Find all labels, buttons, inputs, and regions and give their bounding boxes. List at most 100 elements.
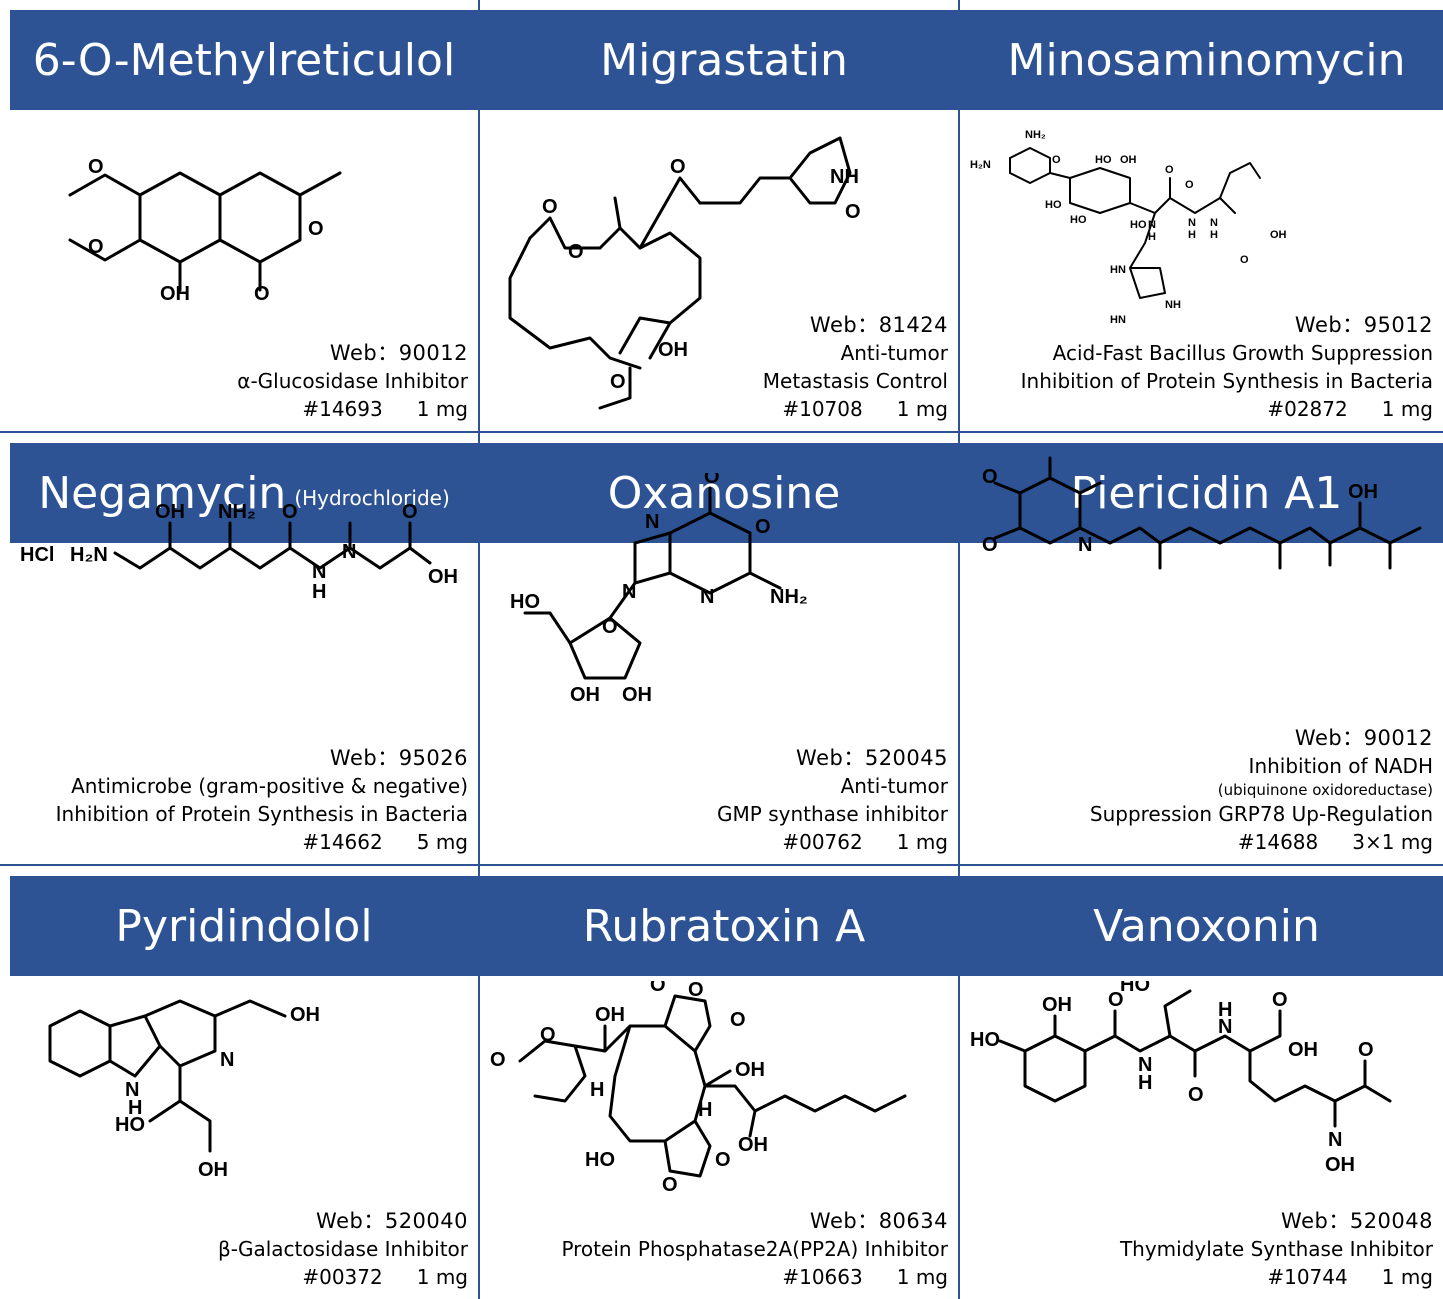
- description-line: Metastasis Control: [762, 369, 948, 393]
- chemical-structure: O NH O O O OH O: [490, 118, 950, 418]
- product-card-piericidin-a1[interactable]: Piericidin A1 OH O O N OH: [960, 433, 1443, 866]
- card-title: Migrastatin: [600, 34, 848, 86]
- atom-label: N: [342, 541, 356, 563]
- card-title-bar: Vanoxonin: [960, 876, 1443, 976]
- product-card-vanoxonin[interactable]: Vanoxonin HO OH O HO N H O H: [960, 866, 1443, 1299]
- product-card-negamycin[interactable]: Negamycin(Hydrochloride) HCl H₂N OH NH₂ …: [0, 433, 480, 866]
- product-info: Web：81424 Anti-tumor Metastasis Control …: [763, 311, 948, 423]
- product-card-6-o-methylreticulol[interactable]: 6-O-Methylreticulol O O O O OH Web：90012…: [0, 0, 480, 433]
- product-card-minosaminomycin[interactable]: Minosaminomycin NH₂ H₂N O HO OH HO HO HO…: [960, 0, 1443, 433]
- atom-label: OH: [1348, 481, 1378, 503]
- atom-label: HO: [1095, 154, 1112, 166]
- description-line: Inhibition of Protein Synthesis in Bacte…: [55, 802, 468, 826]
- order-line: #02872 1 mg: [1021, 395, 1433, 423]
- structure-drawing: HCl H₂N OH NH₂ O N H N O OH: [20, 501, 458, 603]
- description-line: Acid-Fast Bacillus Growth Suppression: [1052, 341, 1433, 365]
- catalog-number: #02872: [1267, 397, 1348, 421]
- package-size: 1 mg: [896, 397, 948, 421]
- structure-drawing: O NH O O O OH O: [508, 136, 861, 410]
- atom-label: O: [1052, 154, 1061, 166]
- web-code[interactable]: Web：520040: [316, 1209, 468, 1233]
- card-title-suffix: (Hydrochloride): [294, 486, 450, 510]
- atom-label: HN: [1110, 264, 1126, 276]
- package-size: 1 mg: [1381, 1265, 1433, 1289]
- description-line: Suppression GRP78 Up-Regulation: [1089, 802, 1433, 826]
- atom-label: N: [1328, 1129, 1342, 1151]
- atom-label: O: [490, 1049, 506, 1071]
- structure-drawing: NH₂ H₂N O HO OH HO HO HO O N H O N H N H…: [970, 129, 1287, 326]
- catalog-number: #00762: [782, 830, 863, 854]
- atom-label: OH: [570, 684, 600, 703]
- atom-label: O: [610, 371, 626, 393]
- atom-label: O: [670, 156, 686, 178]
- atom-label: O: [1165, 164, 1174, 176]
- atom-label: OH: [198, 1159, 228, 1181]
- web-code[interactable]: Web：95012: [1294, 313, 1433, 337]
- description-note: (ubiquinone oxidoreductase): [1217, 781, 1433, 799]
- atom-label: N: [1078, 534, 1092, 556]
- atom-label: N: [220, 1049, 234, 1071]
- atom-label: O: [88, 156, 104, 178]
- atom-label: OH: [738, 1134, 768, 1156]
- card-title-bar: Negamycin(Hydrochloride): [10, 443, 478, 543]
- web-code[interactable]: Web：90012: [1294, 726, 1433, 750]
- atom-label: OH: [595, 1004, 625, 1026]
- structure-drawing: O O O O OH: [68, 156, 342, 305]
- atom-label: O: [542, 196, 558, 218]
- catalog-number: #00372: [302, 1265, 383, 1289]
- web-code[interactable]: Web：90012: [329, 341, 468, 365]
- chemical-structure: OH N N H HO OH: [20, 986, 340, 1186]
- description-line: Inhibition of Protein Synthesis in Bacte…: [1020, 369, 1433, 393]
- package-size: 1 mg: [1381, 397, 1433, 421]
- description-line: Anti-tumor: [840, 774, 948, 798]
- web-code[interactable]: Web：95026: [329, 746, 468, 770]
- card-title: Pyridindolol: [115, 900, 373, 952]
- chemical-structure: O N O N N NH₂ HO O OH OH: [510, 466, 810, 706]
- order-line: #10744 1 mg: [1120, 1263, 1433, 1291]
- card-title-bar: 6-O-Methylreticulol: [10, 10, 478, 110]
- atom-label: O: [982, 466, 998, 488]
- web-code[interactable]: Web：520048: [1281, 1209, 1433, 1233]
- product-card-pyridindolol[interactable]: Pyridindolol OH N N H HO OH Web：520040 β…: [0, 866, 480, 1299]
- product-card-migrastatin[interactable]: Migrastatin O NH O O O OH O Web：: [480, 0, 960, 433]
- chemical-structure: HCl H₂N OH NH₂ O N H N O OH: [20, 493, 460, 603]
- atom-label: O: [602, 616, 618, 638]
- product-info: Web：95026 Antimicrobe (gram-positive & n…: [56, 744, 468, 856]
- atom-label: H: [1218, 999, 1232, 1021]
- atom-label: O: [88, 236, 104, 258]
- card-title: Rubratoxin A: [582, 900, 866, 952]
- atom-label: O: [540, 1024, 556, 1046]
- description-line: GMP synthase inhibitor: [717, 802, 948, 826]
- structure-drawing: OH N N H HO OH: [48, 999, 320, 1181]
- atom-label: HO: [1120, 981, 1150, 996]
- product-card-oxanosine[interactable]: Oxanosine O N O N N NH₂ HO O OH OH: [480, 433, 960, 866]
- product-card-rubratoxin-a[interactable]: Rubratoxin A O O O OH O O H OH H: [480, 866, 960, 1299]
- atom-label: N: [1210, 217, 1218, 229]
- web-code[interactable]: Web：80634: [809, 1209, 948, 1233]
- chemical-structure: HO OH O HO N H O H N O OH O N OH: [970, 974, 1420, 1181]
- card-title: Oxanosine: [607, 467, 841, 519]
- atom-label: OH: [1288, 1039, 1318, 1061]
- atom-label: HN: [1110, 314, 1126, 326]
- package-size: 5 mg: [416, 830, 468, 854]
- atom-label: H: [1188, 229, 1196, 241]
- description-line: Inhibition of NADH: [1248, 754, 1433, 778]
- atom-label: H: [128, 1097, 142, 1119]
- web-code[interactable]: Web：81424: [809, 313, 948, 337]
- atom-label: H: [590, 1079, 604, 1101]
- catalog-number: #14662: [302, 830, 383, 854]
- atom-label: N: [312, 561, 326, 583]
- catalog-number: #10744: [1267, 1265, 1348, 1289]
- atom-label: O: [704, 473, 720, 488]
- card-title: Piericidin A1: [1070, 467, 1343, 519]
- atom-label: OH: [290, 1004, 320, 1026]
- atom-label: O: [308, 218, 324, 240]
- web-code[interactable]: Web：520045: [796, 746, 948, 770]
- structure-drawing: O O O OH O O H OH H HO O O OH: [490, 974, 907, 1196]
- catalog-number: #10708: [782, 397, 863, 421]
- product-info: Web：520040 β-Galactosidase Inhibitor #00…: [218, 1207, 468, 1291]
- atom-label: O: [650, 981, 666, 996]
